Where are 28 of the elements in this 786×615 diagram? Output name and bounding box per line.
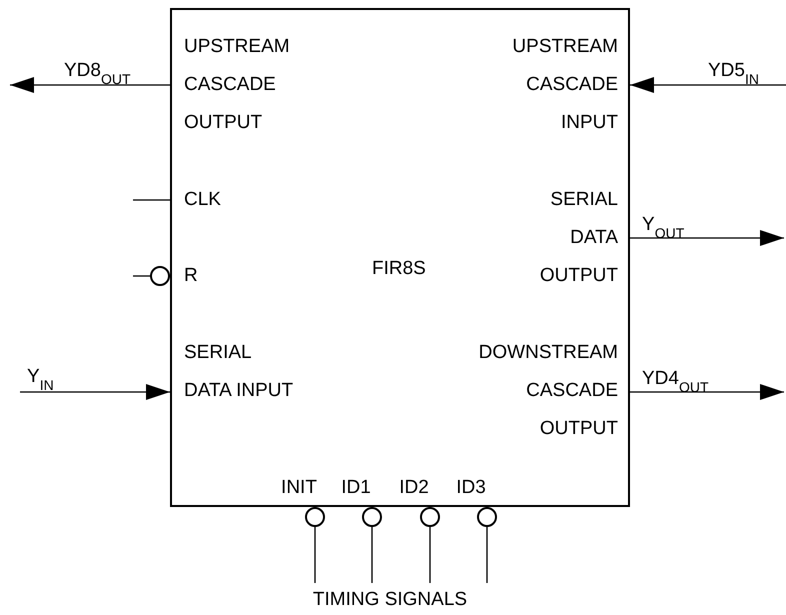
edge-label: YD5$_{IN}$ [708, 60, 759, 82]
signal-line [10, 77, 170, 93]
signal-line [630, 77, 786, 93]
pin-label: R [184, 257, 296, 295]
signal-line [133, 199, 170, 201]
signal-line [630, 384, 784, 400]
signal-line [133, 266, 170, 286]
block-symbol [170, 8, 630, 507]
signal-line [420, 507, 440, 583]
pin-label: INIT [271, 469, 327, 507]
edge-label: YD8$_{OUT}$ [64, 60, 131, 82]
signal-line [630, 230, 784, 246]
pin-label: ID1 [328, 469, 384, 507]
signal-line [477, 507, 497, 583]
pin-label: DOWNSTREAM CASCADE OUTPUT [476, 334, 618, 448]
pin-label: ID3 [443, 469, 499, 507]
pin-label: ID2 [386, 469, 442, 507]
signal-group-label: TIMING SIGNALS [280, 588, 500, 612]
signal-line [362, 507, 382, 583]
edge-label: Y$_{IN}$ [27, 366, 54, 388]
pin-label: UPSTREAM CASCADE INPUT [476, 28, 618, 142]
signal-line [305, 507, 325, 583]
pin-label: SERIAL DATA OUTPUT [506, 181, 618, 295]
signal-line [20, 384, 170, 400]
pin-label: CLK [184, 181, 296, 219]
pin-label: UPSTREAM CASCADE OUTPUT [184, 28, 296, 142]
block-name: FIR8S [372, 257, 426, 281]
pin-label: SERIAL DATA INPUT [184, 334, 296, 410]
